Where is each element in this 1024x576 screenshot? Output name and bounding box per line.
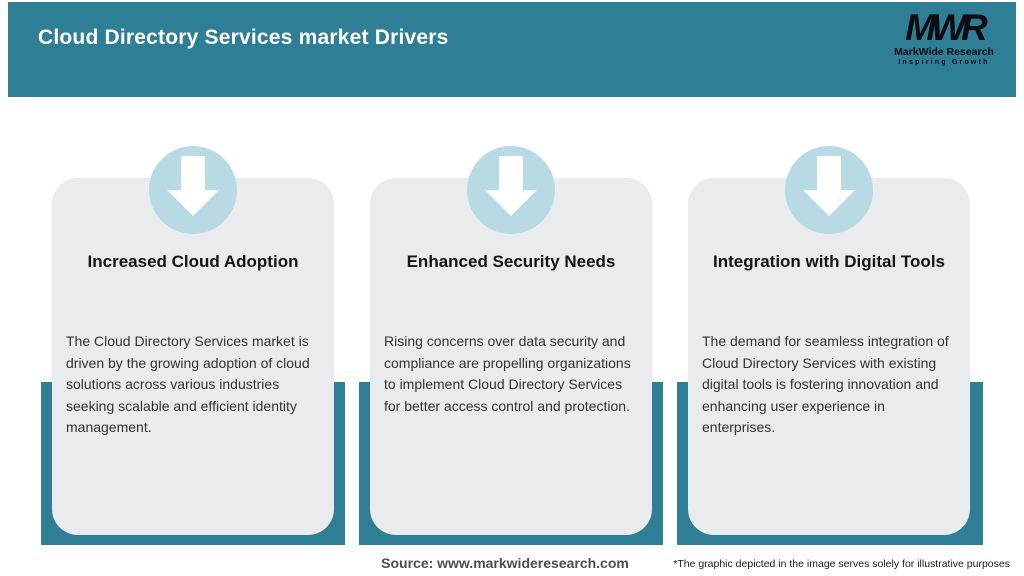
source-text: Source: www.markwideresearch.com — [381, 555, 629, 571]
driver-card-enhanced-security-needs: Enhanced Security Needs Rising concerns … — [370, 178, 652, 535]
header-band: Cloud Directory Services market Drivers … — [8, 2, 1016, 97]
card-description: The Cloud Directory Services market is d… — [66, 333, 310, 435]
down-arrow-icon — [785, 146, 873, 234]
card-title: Increased Cloud Adoption — [87, 252, 299, 271]
logo-tagline: Inspiring Growth — [898, 59, 990, 66]
down-arrow-icon — [467, 146, 555, 234]
logo-initials: MWR — [905, 7, 987, 48]
card-title: Integration with Digital Tools — [712, 252, 945, 271]
card-description: The demand for seamless integration of C… — [702, 333, 949, 435]
driver-card-integration-with-digital-tools: Integration with Digital Tools The deman… — [688, 178, 970, 535]
page-title: Cloud Directory Services market Drivers — [38, 26, 449, 49]
card-description: Rising concerns over data security and c… — [384, 333, 631, 414]
logo-name: MarkWide Research — [894, 46, 994, 58]
circle-badge — [467, 146, 555, 234]
disclaimer-text: *The graphic depicted in the image serve… — [673, 558, 1010, 570]
card-title: Enhanced Security Needs — [406, 252, 616, 271]
circle-badge — [785, 146, 873, 234]
circle-badge — [149, 146, 237, 234]
markwide-research-logo: MWR MarkWide Research Inspiring Growth — [888, 7, 1000, 66]
down-arrow-icon — [149, 146, 237, 234]
driver-card-increased-cloud-adoption: Increased Cloud Adoption The Cloud Direc… — [52, 178, 334, 535]
